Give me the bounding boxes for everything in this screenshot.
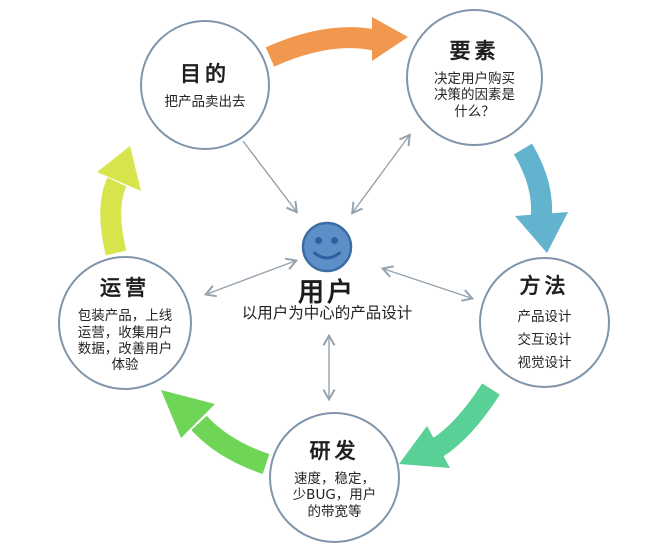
cycle-arrows: [97, 17, 568, 474]
center-user-title: 用户: [297, 278, 356, 308]
node-operations-title: 运营: [100, 276, 150, 301]
node-methods-line: 产品设计: [517, 309, 572, 326]
connector-methods-center: [380, 265, 475, 302]
node-purpose-line: 把产品卖出去: [164, 94, 246, 111]
arrow-elements-to-methods: [513, 143, 568, 253]
node-methods-line: 视觉设计: [517, 354, 572, 371]
node-elements-line: 决策的因素是: [434, 87, 515, 104]
node-dev-line: 的带宽等: [307, 503, 362, 520]
node-methods-title: 方法: [519, 274, 570, 299]
arrow-methods-to-dev: [399, 383, 500, 468]
node-purpose: 目的 把产品卖出去: [140, 20, 270, 150]
node-dev: 研发 速度，稳定， 少BUG，用户 的带宽等: [269, 412, 400, 543]
smiley-face-icon: [301, 221, 353, 273]
node-dev-line: 速度，稳定，: [294, 470, 375, 487]
node-dev-title: 研发: [309, 438, 360, 463]
node-elements: 要素 决定用户购买 决策的因素是 什么？: [406, 9, 543, 146]
node-dev-line: 少BUG，用户: [292, 487, 377, 504]
node-operations-line: 包装产品，上线: [77, 308, 173, 325]
arrow-purpose-to-elements: [265, 17, 408, 67]
center-user-subtitle: 以用户为中心的产品设计: [241, 304, 413, 322]
connector-purpose-center: [242, 140, 299, 214]
node-methods-line: 交互设计: [517, 332, 572, 349]
connector-operations-center: [203, 257, 299, 298]
arrow-operations-to-purpose: [97, 146, 141, 256]
node-elements-line: 决定用户购买: [434, 70, 515, 87]
node-elements-line: 什么？: [454, 103, 495, 120]
connector-elements-center: [350, 133, 412, 215]
node-operations-line: 体验: [111, 357, 139, 374]
node-elements-title: 要素: [449, 38, 500, 63]
center-connectors: [203, 133, 475, 402]
node-purpose-title: 目的: [180, 62, 230, 87]
node-operations: 运营 包装产品，上线 运营，收集用户 数据，改善用户 体验: [58, 256, 192, 390]
arrow-dev-to-operations: [161, 390, 270, 474]
node-operations-line: 数据，改善用户: [77, 341, 173, 357]
node-operations-line: 运营，收集用户: [77, 324, 173, 341]
node-methods: 方法 产品设计 交互设计 视觉设计: [479, 257, 610, 388]
